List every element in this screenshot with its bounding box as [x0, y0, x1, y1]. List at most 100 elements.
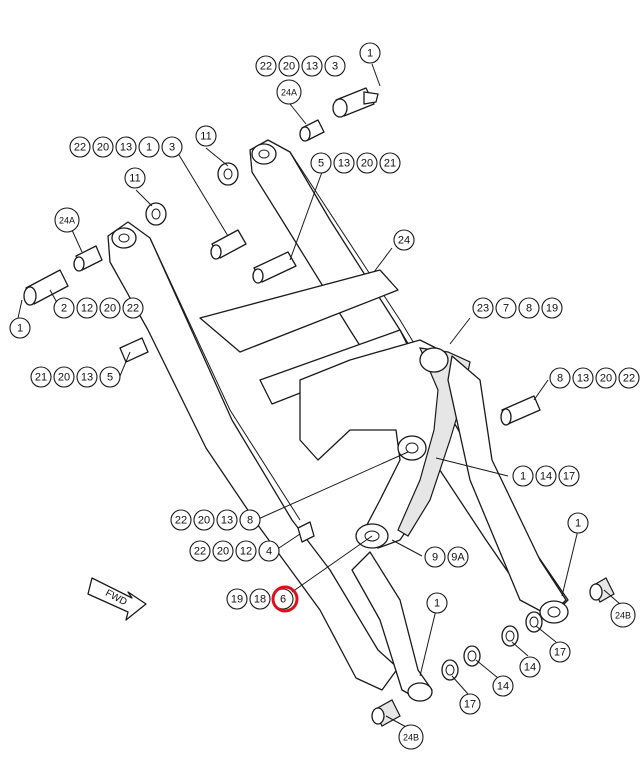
callout-13[interactable]: 13 [301, 55, 323, 77]
callout-20[interactable]: 20 [92, 136, 114, 158]
callout-24a[interactable]: 24A [54, 207, 80, 233]
callout-circle[interactable] [76, 366, 98, 388]
callout-22[interactable]: 22 [69, 136, 91, 158]
callout-circle[interactable] [99, 297, 121, 319]
callout-circle[interactable] [235, 540, 257, 562]
callout-13[interactable]: 13 [572, 367, 594, 389]
callout-1[interactable]: 1 [9, 317, 31, 339]
callout-2[interactable]: 2 [53, 297, 75, 319]
callout-circle[interactable] [92, 136, 114, 158]
callout-circle[interactable] [495, 297, 517, 319]
callout-circle[interactable] [258, 540, 280, 562]
callout-5[interactable]: 5 [99, 366, 121, 388]
callout-3[interactable]: 3 [161, 136, 183, 158]
callout-19[interactable]: 19 [541, 297, 563, 319]
callout-14[interactable]: 14 [519, 656, 541, 678]
callout-9[interactable]: 9 [424, 546, 446, 568]
callout-24a[interactable]: 24A [276, 79, 302, 105]
callout-22[interactable]: 22 [189, 540, 211, 562]
callout-circle[interactable] [567, 512, 589, 534]
callout-circle[interactable] [324, 55, 346, 77]
callout-circle[interactable] [424, 546, 446, 568]
callout-circle[interactable] [124, 167, 146, 189]
callout-circle[interactable] [359, 42, 381, 64]
callout-21[interactable]: 21 [379, 152, 401, 174]
callout-circle[interactable] [459, 693, 481, 715]
callout-1[interactable]: 1 [512, 465, 534, 487]
callout-circle[interactable] [195, 125, 217, 147]
callout-circle[interactable] [541, 297, 563, 319]
callout-circle[interactable] [189, 540, 211, 562]
callout-17[interactable]: 17 [558, 465, 580, 487]
callout-circle[interactable] [193, 509, 215, 531]
callout-circle[interactable] [226, 588, 248, 610]
callout-circle[interactable] [76, 297, 98, 319]
callout-17[interactable]: 17 [549, 641, 571, 663]
callout-20[interactable]: 20 [212, 540, 234, 562]
callout-11[interactable]: 11 [195, 125, 217, 147]
callout-circle[interactable] [426, 592, 448, 614]
callout-22[interactable]: 22 [618, 367, 640, 389]
callout-23[interactable]: 23 [472, 297, 494, 319]
callout-circle[interactable] [138, 136, 160, 158]
callout-1[interactable]: 1 [359, 42, 381, 64]
callout-20[interactable]: 20 [595, 367, 617, 389]
callout-circle[interactable] [115, 136, 137, 158]
callout-17[interactable]: 17 [459, 693, 481, 715]
callout-circle[interactable] [610, 602, 636, 628]
callout-circle[interactable] [518, 297, 540, 319]
callout-9a[interactable]: 9A [447, 546, 469, 568]
callout-circle[interactable] [54, 207, 80, 233]
callout-5[interactable]: 5 [310, 152, 332, 174]
callout-3[interactable]: 3 [324, 55, 346, 77]
callout-1[interactable]: 1 [426, 592, 448, 614]
callout-20[interactable]: 20 [99, 297, 121, 319]
callout-24[interactable]: 24 [393, 229, 415, 251]
callout-22[interactable]: 22 [170, 509, 192, 531]
callout-circle[interactable] [393, 229, 415, 251]
callout-24b[interactable]: 24B [610, 602, 636, 628]
callout-circle[interactable] [519, 656, 541, 678]
callout-13[interactable]: 13 [115, 136, 137, 158]
callout-4[interactable]: 4 [258, 540, 280, 562]
callout-circle[interactable] [447, 546, 469, 568]
callout-circle[interactable] [170, 509, 192, 531]
callout-circle[interactable] [379, 152, 401, 174]
callout-circle[interactable] [572, 367, 594, 389]
callout-circle[interactable] [549, 367, 571, 389]
callout-20[interactable]: 20 [193, 509, 215, 531]
callout-14[interactable]: 14 [492, 675, 514, 697]
callout-circle[interactable] [249, 588, 271, 610]
callout-circle[interactable] [161, 136, 183, 158]
callout-circle[interactable] [69, 136, 91, 158]
callout-1[interactable]: 1 [567, 512, 589, 534]
callout-13[interactable]: 13 [216, 509, 238, 531]
callout-12[interactable]: 12 [235, 540, 257, 562]
callout-8[interactable]: 8 [239, 509, 261, 531]
callout-circle[interactable] [239, 509, 261, 531]
callout-circle[interactable] [618, 367, 640, 389]
callout-circle[interactable] [122, 297, 144, 319]
callout-24b[interactable]: 24B [398, 724, 424, 750]
callout-circle[interactable] [9, 317, 31, 339]
callout-circle[interactable] [549, 641, 571, 663]
callout-circle[interactable] [53, 297, 75, 319]
callout-20[interactable]: 20 [278, 55, 300, 77]
callout-circle[interactable] [472, 297, 494, 319]
callout-20[interactable]: 20 [53, 366, 75, 388]
callout-circle[interactable] [333, 152, 355, 174]
callout-21[interactable]: 21 [30, 366, 52, 388]
callout-circle[interactable] [535, 465, 557, 487]
callout-22[interactable]: 22 [255, 55, 277, 77]
callout-circle[interactable] [595, 367, 617, 389]
callout-circle[interactable] [512, 465, 534, 487]
callout-22[interactable]: 22 [122, 297, 144, 319]
callout-circle[interactable] [99, 366, 121, 388]
callout-circle[interactable] [212, 540, 234, 562]
callout-circle[interactable] [278, 55, 300, 77]
callout-14[interactable]: 14 [535, 465, 557, 487]
callout-13[interactable]: 13 [333, 152, 355, 174]
callout-circle[interactable] [255, 55, 277, 77]
callout-20[interactable]: 20 [356, 152, 378, 174]
callout-19[interactable]: 19 [226, 588, 248, 610]
